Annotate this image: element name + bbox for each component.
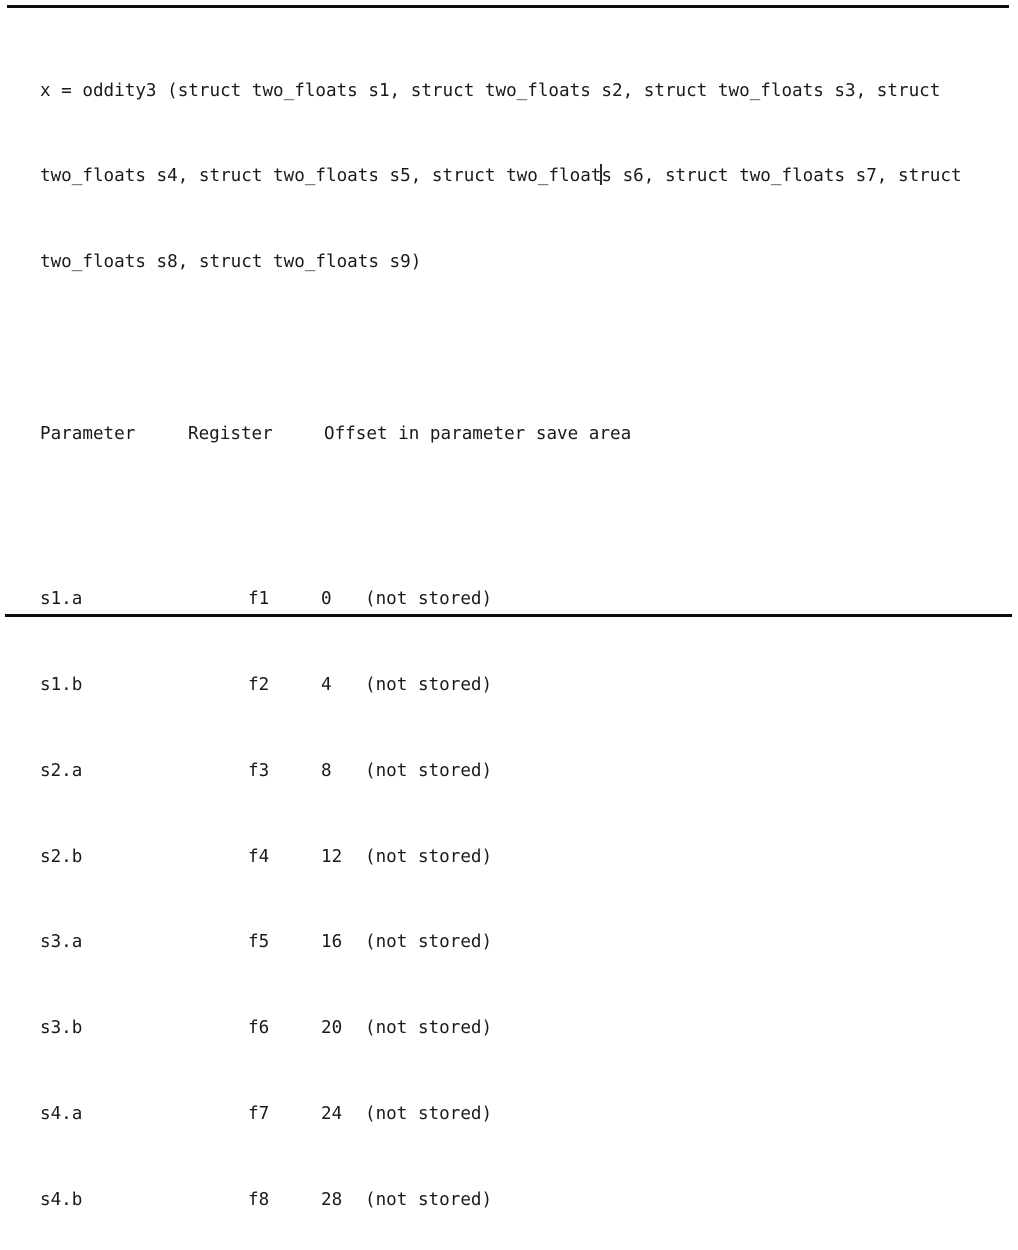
cell-note: (not stored) [365, 1016, 492, 1042]
cell-register: f6 [248, 1016, 269, 1042]
cell-offset: 8 [321, 759, 332, 785]
cell-parameter: s2.b [40, 845, 82, 871]
cell-offset: 12 [321, 845, 342, 871]
cell-note: (not stored) [365, 1102, 492, 1128]
cell-register: f1 [248, 587, 269, 613]
table-row: s3.b f6 20 (not stored) [0, 1016, 1018, 1042]
cell-register: f3 [248, 759, 269, 785]
cell-note: (not stored) [365, 759, 492, 785]
code-text: two_floats s4, struct two_floats s5, str… [40, 166, 601, 186]
cell-parameter: s4.b [40, 1188, 82, 1214]
table-row: s1.b f2 4 (not stored) [0, 673, 1018, 699]
cell-parameter: s3.b [40, 1016, 82, 1042]
code-text: s s6, struct two_floats s7, struct [601, 166, 961, 186]
table-row: s2.a f3 8 (not stored) [0, 759, 1018, 785]
cell-offset: 0 [321, 587, 332, 613]
table-header-row: Parameter Register Offset in parameter s… [0, 422, 1018, 448]
param-table-rows: s1.a f1 0 (not stored) s1.b f2 4 (not st… [0, 507, 1018, 1250]
bottom-rule [5, 614, 1012, 617]
cell-note: (not stored) [365, 930, 492, 956]
header-parameter: Parameter [40, 422, 135, 448]
cell-offset: 4 [321, 673, 332, 699]
table-row: s3.a f5 16 (not stored) [0, 930, 1018, 956]
header-register: Register [188, 422, 273, 448]
cell-register: f4 [248, 845, 269, 871]
cell-register: f5 [248, 930, 269, 956]
cell-offset: 16 [321, 930, 342, 956]
cell-parameter: s2.a [40, 759, 82, 785]
cell-parameter: s1.b [40, 673, 82, 699]
figure-content[interactable]: x = oddity3 (struct two_floats s1, struc… [0, 19, 1018, 1250]
code-line-3: two_floats s8, struct two_floats s9) [0, 250, 1018, 276]
table-row: s4.b f8 28 (not stored) [0, 1188, 1018, 1214]
cell-offset: 28 [321, 1188, 342, 1214]
cell-note: (not stored) [365, 587, 492, 613]
code-text: x = oddity3 (struct two_floats s1, struc… [40, 81, 940, 101]
table-row: s4.a f7 24 (not stored) [0, 1102, 1018, 1128]
cell-offset: 24 [321, 1102, 342, 1128]
cell-note: (not stored) [365, 845, 492, 871]
cell-note: (not stored) [365, 1188, 492, 1214]
top-rule [7, 5, 1009, 8]
cell-parameter: s4.a [40, 1102, 82, 1128]
blank-line [0, 336, 1018, 362]
code-text: two_floats s8, struct two_floats s9) [40, 252, 421, 272]
code-line-2: two_floats s4, struct two_floats s5, str… [0, 164, 1018, 190]
code-line-1: x = oddity3 (struct two_floats s1, struc… [0, 79, 1018, 105]
cell-register: f7 [248, 1102, 269, 1128]
cell-offset: 20 [321, 1016, 342, 1042]
cell-note: (not stored) [365, 673, 492, 699]
table-row: s1.a f1 0 (not stored) [0, 587, 1018, 613]
header-offset: Offset in parameter save area [324, 422, 631, 448]
cell-register: f2 [248, 673, 269, 699]
cell-register: f8 [248, 1188, 269, 1214]
cell-parameter: s3.a [40, 930, 82, 956]
cell-parameter: s1.a [40, 587, 82, 613]
table-row: s2.b f4 12 (not stored) [0, 845, 1018, 871]
